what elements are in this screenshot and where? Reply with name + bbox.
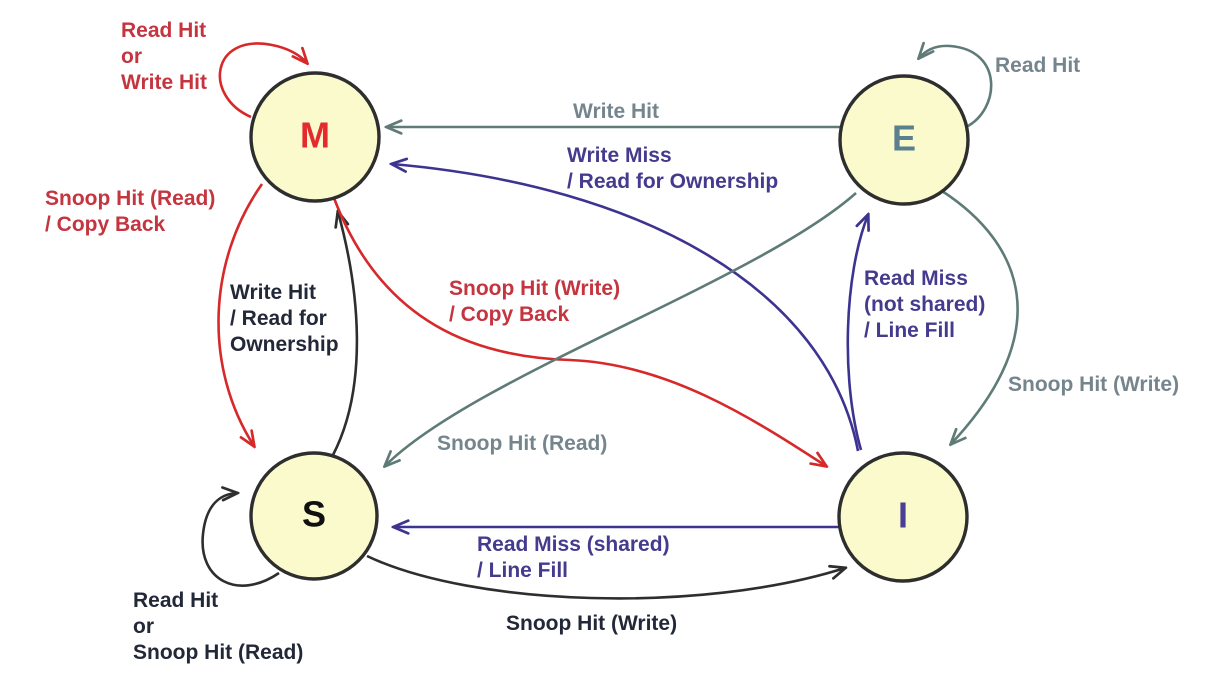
state-label-m: M [300,114,330,156]
label-m-self-loop: Read Hit or Write Hit [121,19,207,94]
label-s-to-i: Snoop Hit (Write) [506,612,678,635]
edge-s-self-loop [201,493,280,587]
label-m-to-s: Snoop Hit (Read) / Copy Back [45,187,216,236]
state-label-e: E [891,117,917,159]
label-m-to-i: Snoop Hit (Write) / Copy Back [449,277,621,326]
label-e-to-s: Snoop Hit (Read) [437,432,608,455]
state-node-m [249,71,381,203]
edge-s-to-i [366,554,845,600]
edge-s-to-m [331,212,359,456]
edge-i-to-m [392,164,860,452]
label-i-to-s: Read Miss (shared) / Line Fill [477,533,670,582]
edge-m-self-loop [218,42,307,119]
state-node-s [249,451,379,581]
state-label-i: I [897,494,909,536]
edge-i-to-e [846,215,868,451]
state-node-e [838,74,970,206]
label-s-self-loop: Read Hit or Snoop Hit (Read) [133,589,304,664]
state-node-i [837,451,969,583]
edge-e-to-s [385,192,857,466]
edge-m-to-i [332,197,826,466]
label-i-to-m: Write Miss / Read for Ownership [567,144,779,193]
label-s-to-m: Write Hit / Read for Ownership [230,281,339,356]
label-e-self-loop: Read Hit [995,54,1081,77]
edge-e-self-loop [919,46,993,129]
label-i-to-e: Read Miss (not shared) / Line Fill [864,267,986,342]
edge-m-to-s [217,183,264,446]
label-e-to-i: Snoop Hit (Write) [1008,373,1180,396]
edge-e-to-i [941,189,1019,444]
label-e-to-m: Write Hit [573,100,659,123]
state-label-s: S [301,493,327,535]
